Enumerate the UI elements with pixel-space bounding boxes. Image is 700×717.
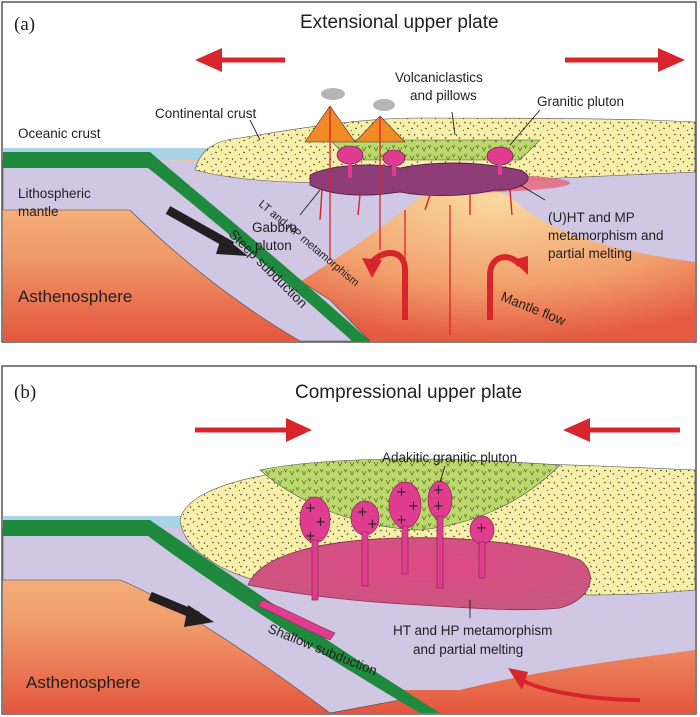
label-gabbro-1: Gabbro (252, 220, 297, 235)
label-lithospheric-mantle-2: mantle (18, 204, 59, 219)
svg-text:+: + (315, 515, 326, 530)
svg-text:+: + (305, 529, 316, 544)
compression-arrowhead-left (286, 418, 312, 442)
oceanic-crust-slab-b (3, 520, 440, 713)
svg-text:+: + (408, 499, 419, 514)
label-asthenosphere-a: Asthenosphere (18, 287, 132, 306)
mantle-flow-arrowhead-right (512, 256, 528, 275)
panel-label-a: (a) (14, 14, 35, 35)
oceanic-crust-slab-a (3, 152, 370, 341)
svg-text:+: + (396, 513, 407, 528)
label-continental-crust: Continental crust (155, 106, 257, 121)
mantle-flow-arrowhead-left (362, 258, 382, 278)
ash-plume-right-a (373, 99, 395, 111)
label-adakitic-pluton: Adakitic granitic pluton (382, 450, 517, 465)
subduction-arrowhead-a (216, 235, 248, 256)
slab-melt-channel-b (257, 599, 336, 641)
leader-lines-a (249, 109, 546, 216)
label-metamorphism-a-2: metamorphism and (548, 228, 664, 243)
label-granitic-pluton-a: Granitic pluton (537, 94, 624, 109)
svg-text:+: + (367, 517, 378, 532)
svg-text:+: + (476, 521, 487, 536)
label-gabbro-2: pluton (255, 238, 292, 253)
label-volcaniclastics-1: Volcaniclastics (395, 70, 483, 85)
adakitic-plutons-b (299, 480, 495, 601)
label-metamorphism-b-1: HT and HP metamorphism (393, 623, 552, 638)
svg-text:+: + (357, 505, 368, 520)
melt-zone-b (247, 537, 591, 611)
panel-a: (a) Extensional upper plate Oceanic crus… (1, 1, 697, 343)
label-metamorphism-b-2: and partial melting (413, 642, 523, 657)
feeder-dikes-a (319, 189, 513, 221)
label-metamorphism-a-3: partial melting (548, 246, 632, 261)
ash-plume-left-a (321, 88, 345, 100)
mantle-dome-a (300, 184, 695, 341)
magma-conduits-a (329, 106, 451, 335)
extension-arrowhead-left (195, 48, 222, 72)
label-volcaniclastics-2: and pillows (410, 88, 477, 103)
extension-arrowhead-right (658, 48, 685, 72)
mantle-flow-arrow-left (369, 250, 408, 320)
label-lithospheric-mantle-1: Lithospheric (18, 186, 91, 201)
svg-text:+: + (305, 501, 316, 516)
panel-b: +++ ++ +++ ++ + (b) Compressional upper … (1, 365, 697, 715)
svg-text:+: + (433, 499, 444, 514)
label-asthenosphere-b: Asthenosphere (26, 673, 140, 692)
label-oceanic-crust: Oceanic crust (18, 126, 101, 141)
mantle-flow-arrowhead-b (508, 668, 528, 690)
panel-title-a: Extensional upper plate (300, 12, 499, 33)
panel-title-b: Compressional upper plate (295, 382, 522, 403)
svg-text:+: + (433, 483, 444, 498)
subduction-arrowhead-b (184, 605, 214, 627)
compression-arrowhead-right (563, 418, 590, 442)
leader-lines-b (439, 465, 471, 618)
upper-plate-mantle-a (150, 160, 695, 282)
svg-text:+: + (396, 485, 407, 500)
granitic-plutons-a (336, 145, 514, 178)
pluton-crosses-b: +++ ++ +++ ++ + (305, 483, 487, 544)
panel-label-b: (b) (14, 382, 36, 403)
label-metamorphism-a-1: (U)HT and MP (548, 210, 635, 225)
